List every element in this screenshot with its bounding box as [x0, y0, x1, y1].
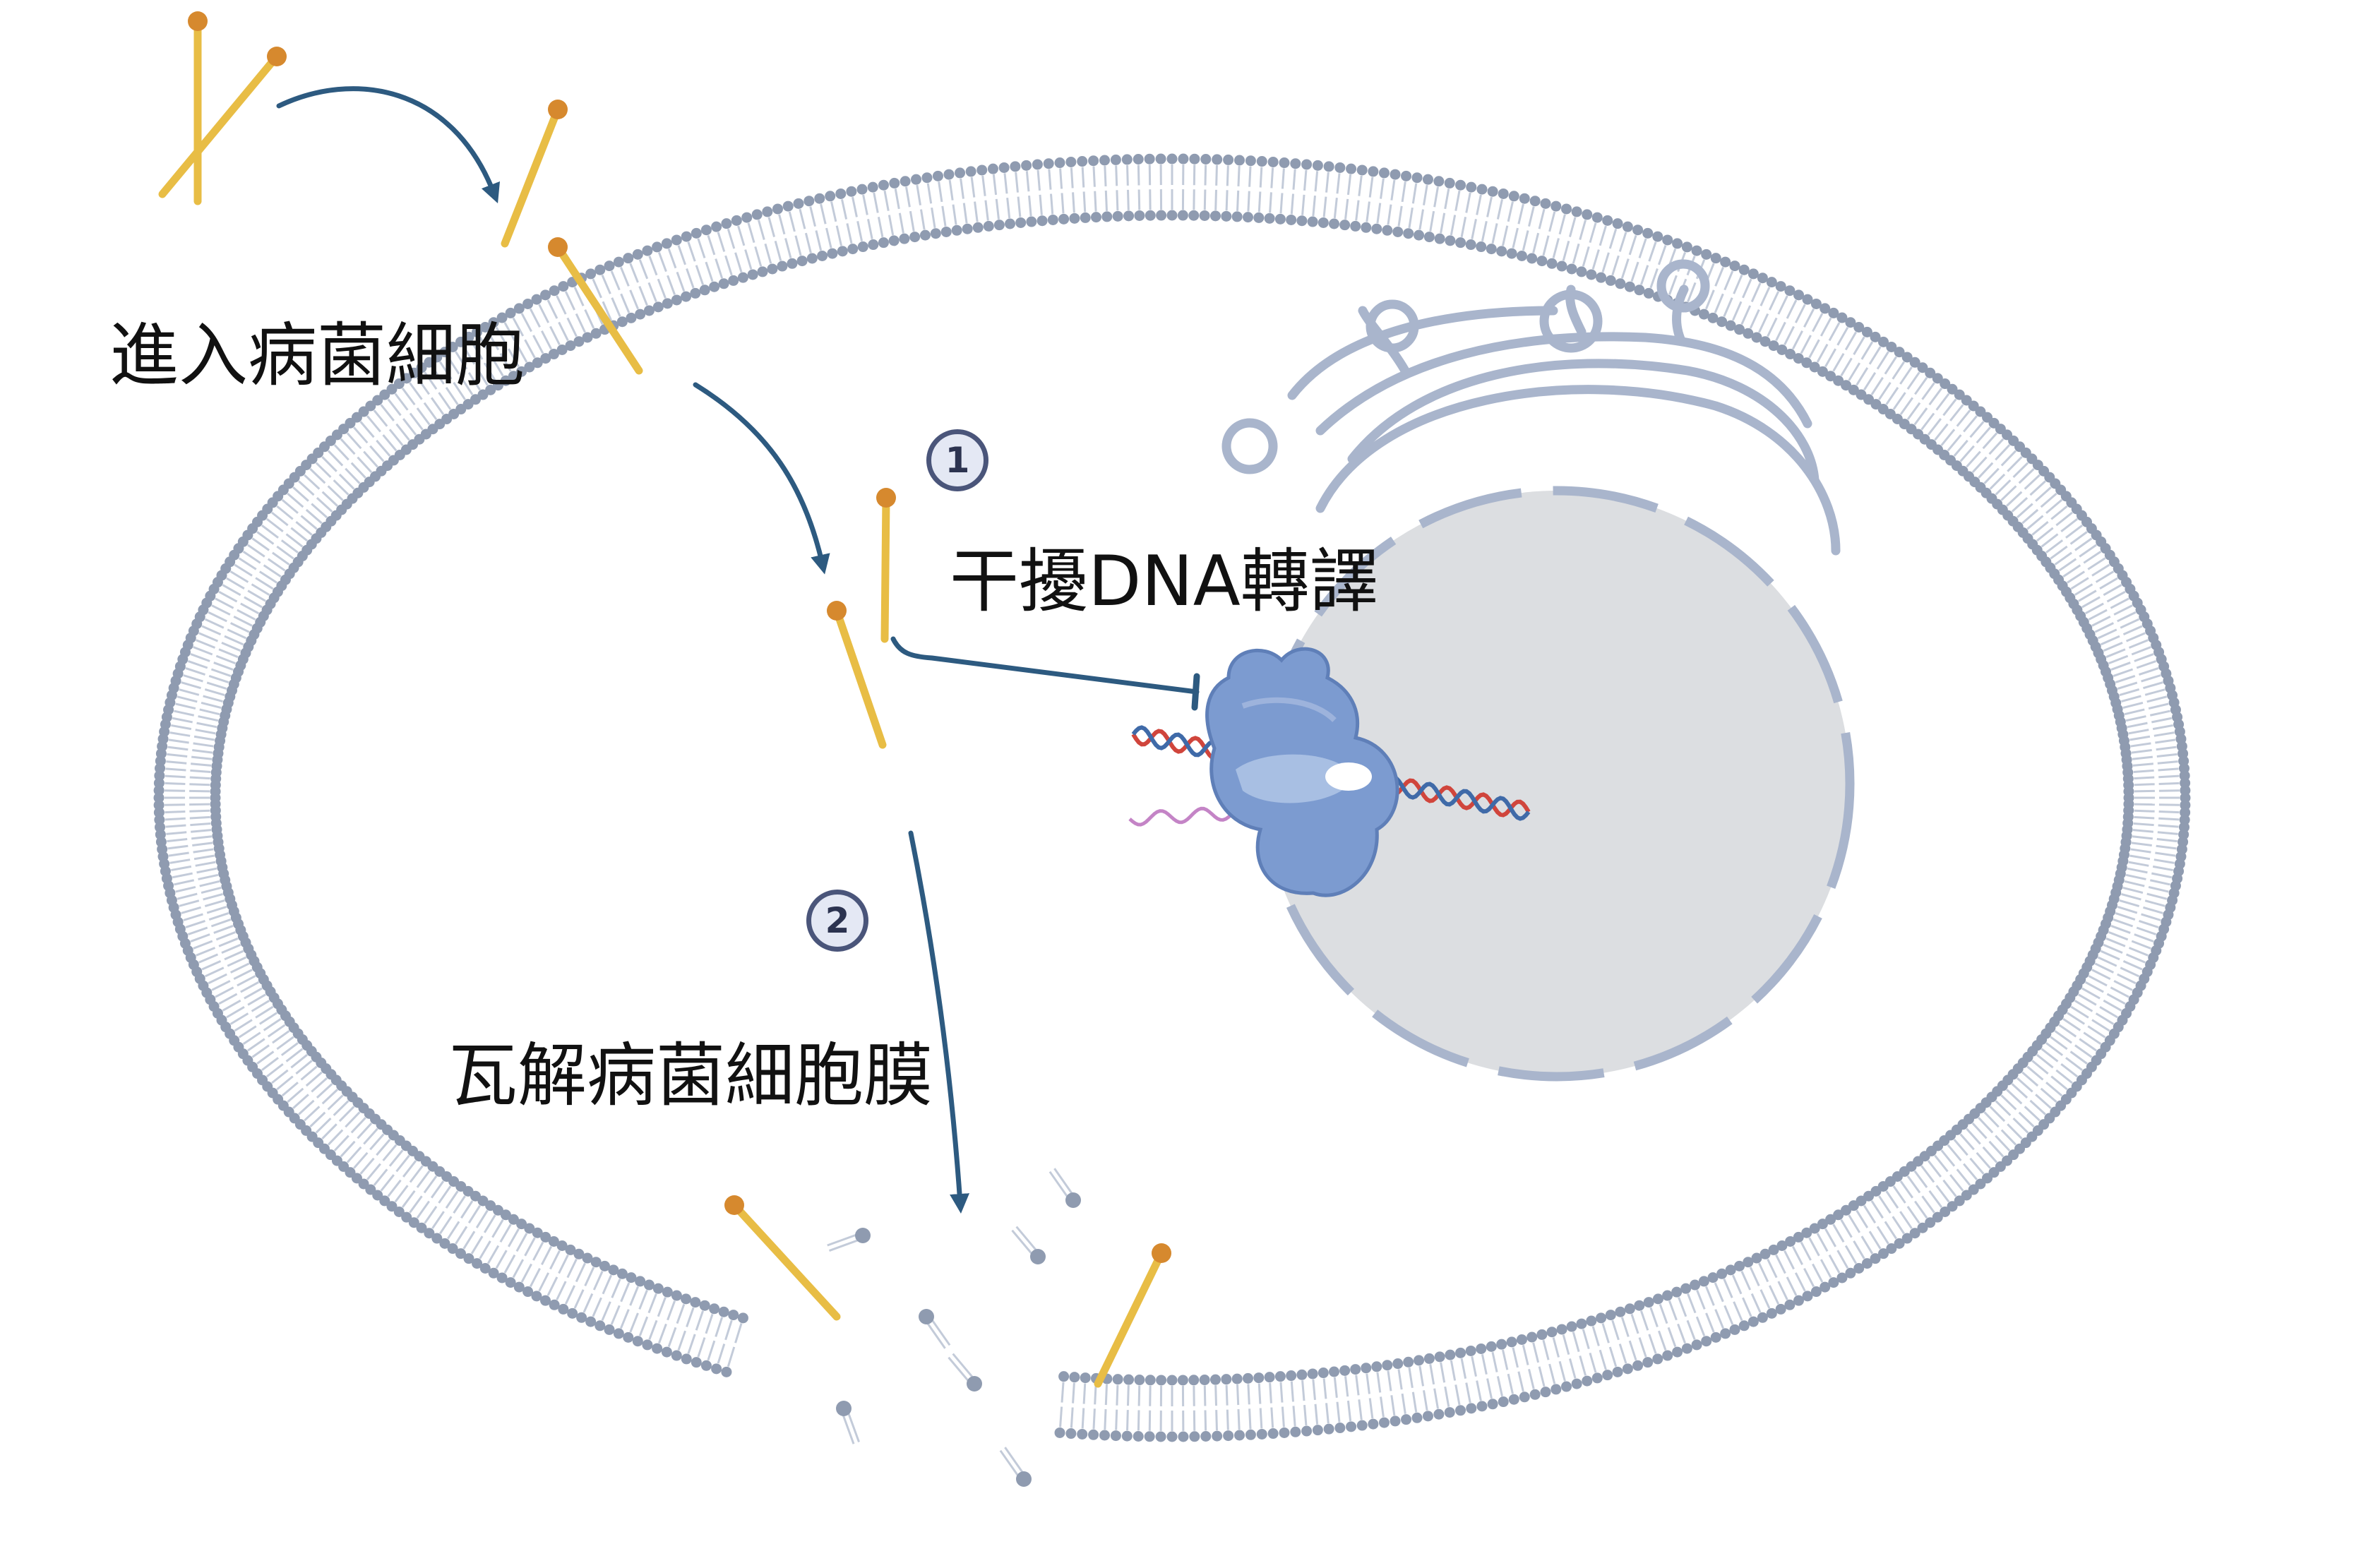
antimicrobial-peptides — [158, 11, 1171, 1388]
peptide-entering-1 — [501, 100, 568, 248]
label-disrupt-membrane: 瓦解病菌細胞膜 — [448, 1036, 933, 1116]
label-interfere-dna: 干擾DNA轉譯 — [950, 541, 1379, 622]
lipid-fragment — [1048, 1168, 1081, 1208]
ribosome — [1205, 647, 1399, 897]
arrow-to-membrane-disruption — [908, 830, 970, 1214]
label-enter-cell: 進入病菌細胞 — [109, 316, 525, 396]
flow-arrows — [276, 86, 970, 1214]
lipid-fragment — [919, 1309, 951, 1349]
peptide-outside-2 — [158, 47, 287, 198]
peptide-pore-1 — [724, 1195, 841, 1321]
lipid-fragment — [999, 1447, 1032, 1487]
step-1-badge: 1 — [926, 429, 988, 491]
lipid-fragments — [827, 1168, 1081, 1487]
peptide-inside-1 — [876, 488, 896, 643]
arrow-into-membrane — [276, 86, 500, 204]
arrow-into-cell — [693, 382, 830, 575]
lipid-fragment — [1011, 1226, 1046, 1264]
endoplasmic-reticulum — [1221, 259, 1841, 556]
lipid-fragment — [948, 1353, 982, 1392]
step-2-badge: 2 — [806, 890, 868, 952]
lipid-fragment — [836, 1401, 860, 1444]
peptide-outside-1 — [188, 11, 208, 205]
peptide-entering-2 — [548, 237, 643, 375]
peptide-inside-2 — [827, 601, 887, 749]
bacterial-membrane — [153, 153, 2191, 1442]
peptide-pore-2 — [1094, 1243, 1171, 1388]
inhibition-arrow — [890, 636, 1200, 711]
lipid-fragment — [827, 1228, 871, 1252]
